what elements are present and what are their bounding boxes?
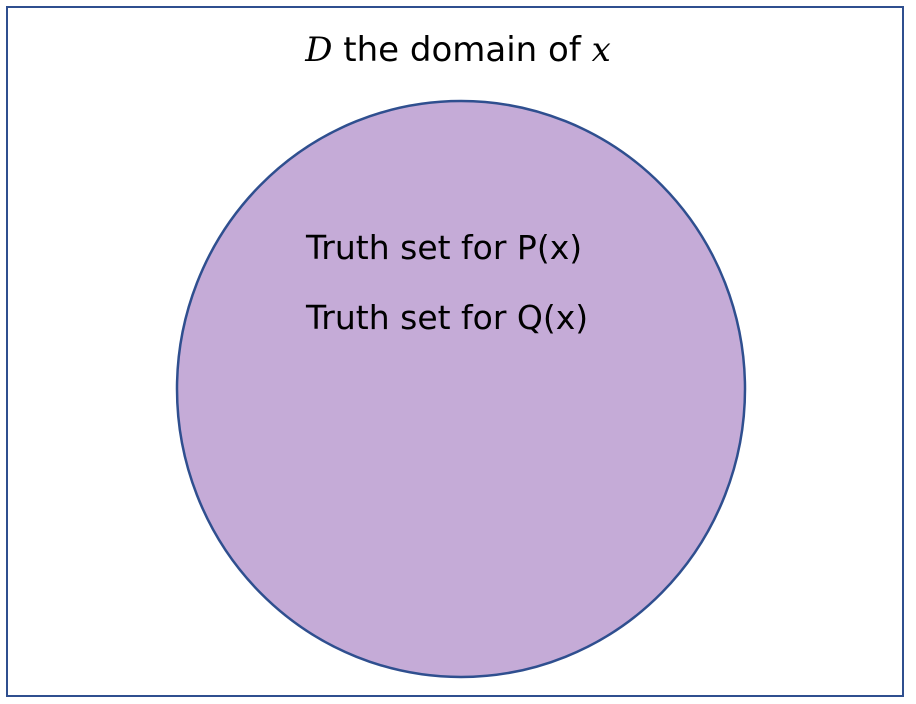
domain-title: D the domain of x — [0, 30, 916, 70]
truth-set-q-label: Truth set for Q(x) — [306, 298, 589, 337]
domain-text: the domain of — [332, 30, 592, 70]
domain-variable: x — [591, 30, 611, 70]
truth-set-p-label: Truth set for P(x) — [306, 228, 583, 267]
truth-set-circle — [175, 99, 747, 679]
domain-symbol: D — [305, 30, 333, 70]
